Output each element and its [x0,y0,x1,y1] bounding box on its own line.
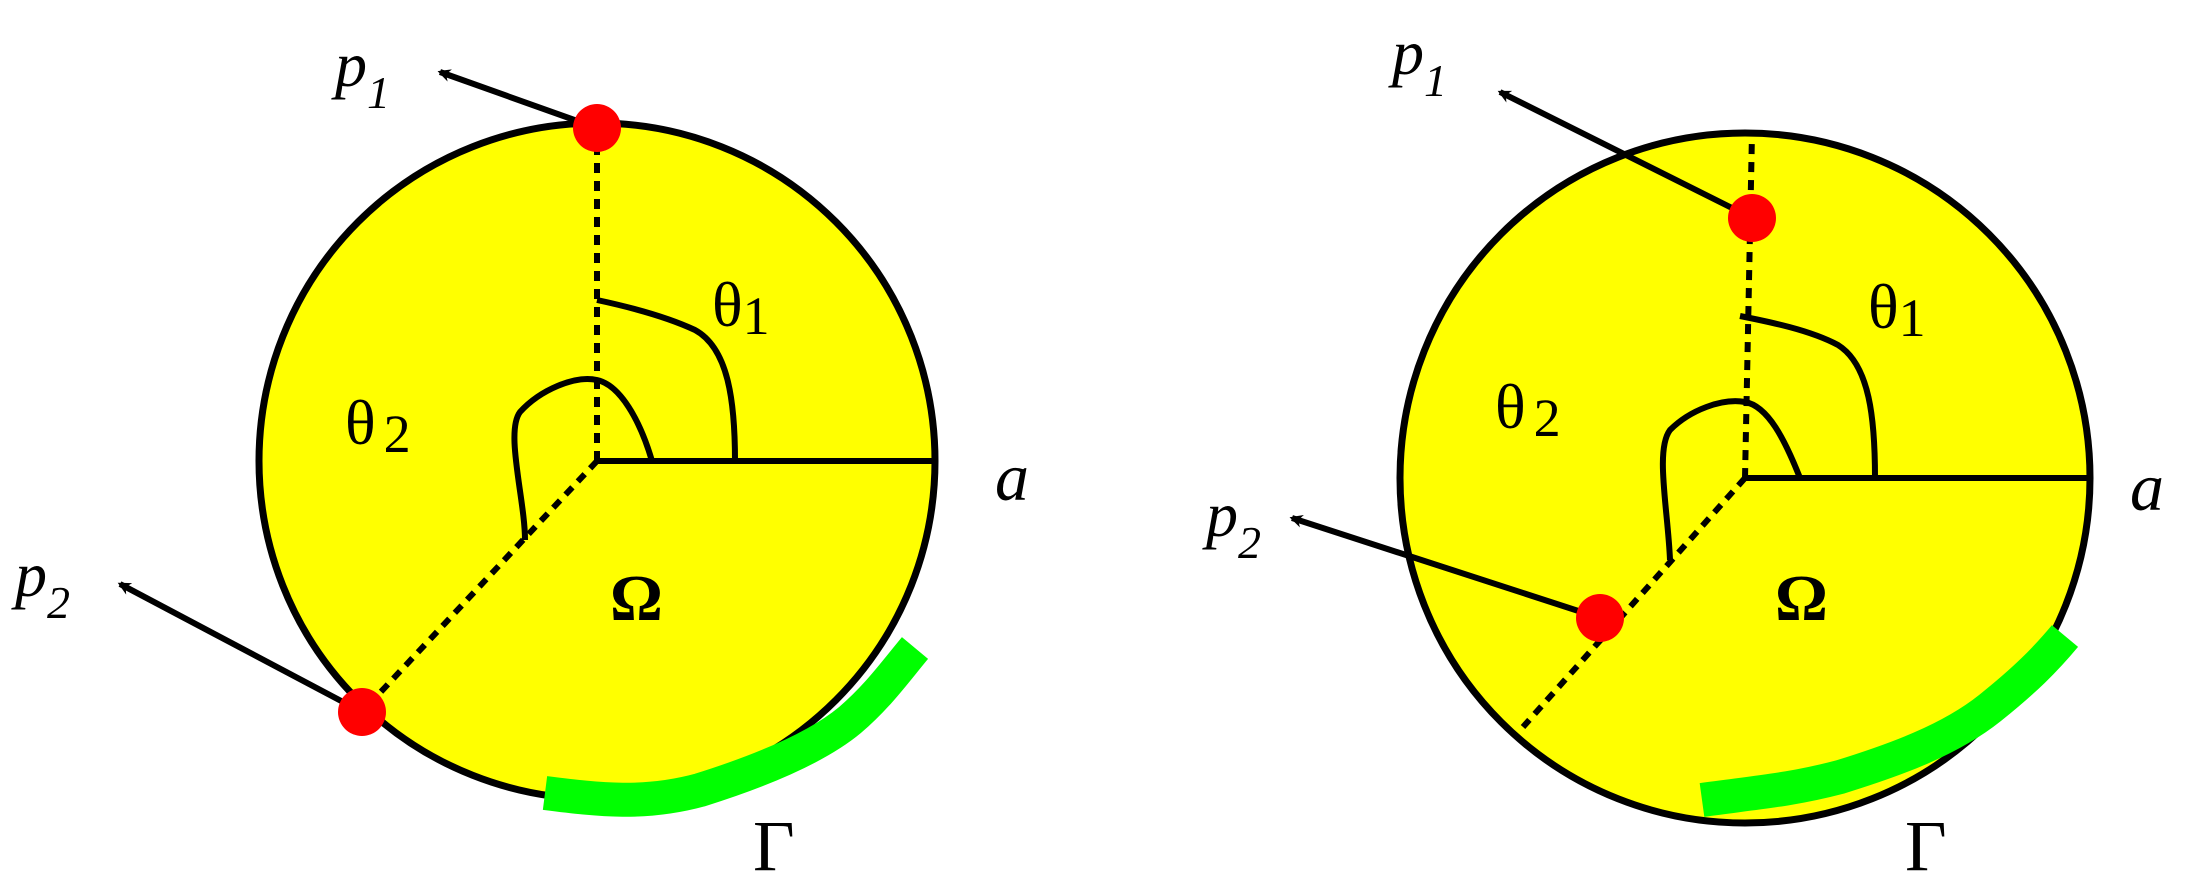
point-p2 [338,688,386,736]
label-theta1: θ1 [1868,271,1926,348]
label-radius: a [995,439,1029,515]
p2-arrow [1289,515,1601,621]
label-p1: p1 [1388,17,1447,106]
ray-to-p2 [1520,476,1748,729]
theta2-angle-arc [1659,398,1803,561]
point-p2 [1576,594,1624,642]
label-domain: Ω [1775,562,1828,635]
point-p1 [573,104,621,152]
boundary-gamma-arc [542,637,929,817]
label-boundary: Γ [1905,806,1947,886]
label-p2: p2 [11,539,70,628]
ray-to-p2 [359,458,600,715]
theta1-angle-arc [1739,313,1878,479]
p2-arrow [117,581,364,715]
label-p2: p2 [1202,479,1261,568]
label-boundary: Γ [753,806,795,886]
theta2-angle-arc [511,376,655,541]
ray-to-p1 [1742,132,1755,479]
label-radius: a [2130,449,2164,525]
label-domain: Ω [610,562,663,635]
p1-arrow [437,69,599,131]
p1-arrow [1497,89,1754,221]
label-theta1: θ1 [712,269,770,346]
theta1-angle-arc [596,297,738,462]
point-p1 [1728,194,1776,242]
label-p1: p1 [331,29,390,118]
boundary-gamma-arc [1699,625,2079,817]
